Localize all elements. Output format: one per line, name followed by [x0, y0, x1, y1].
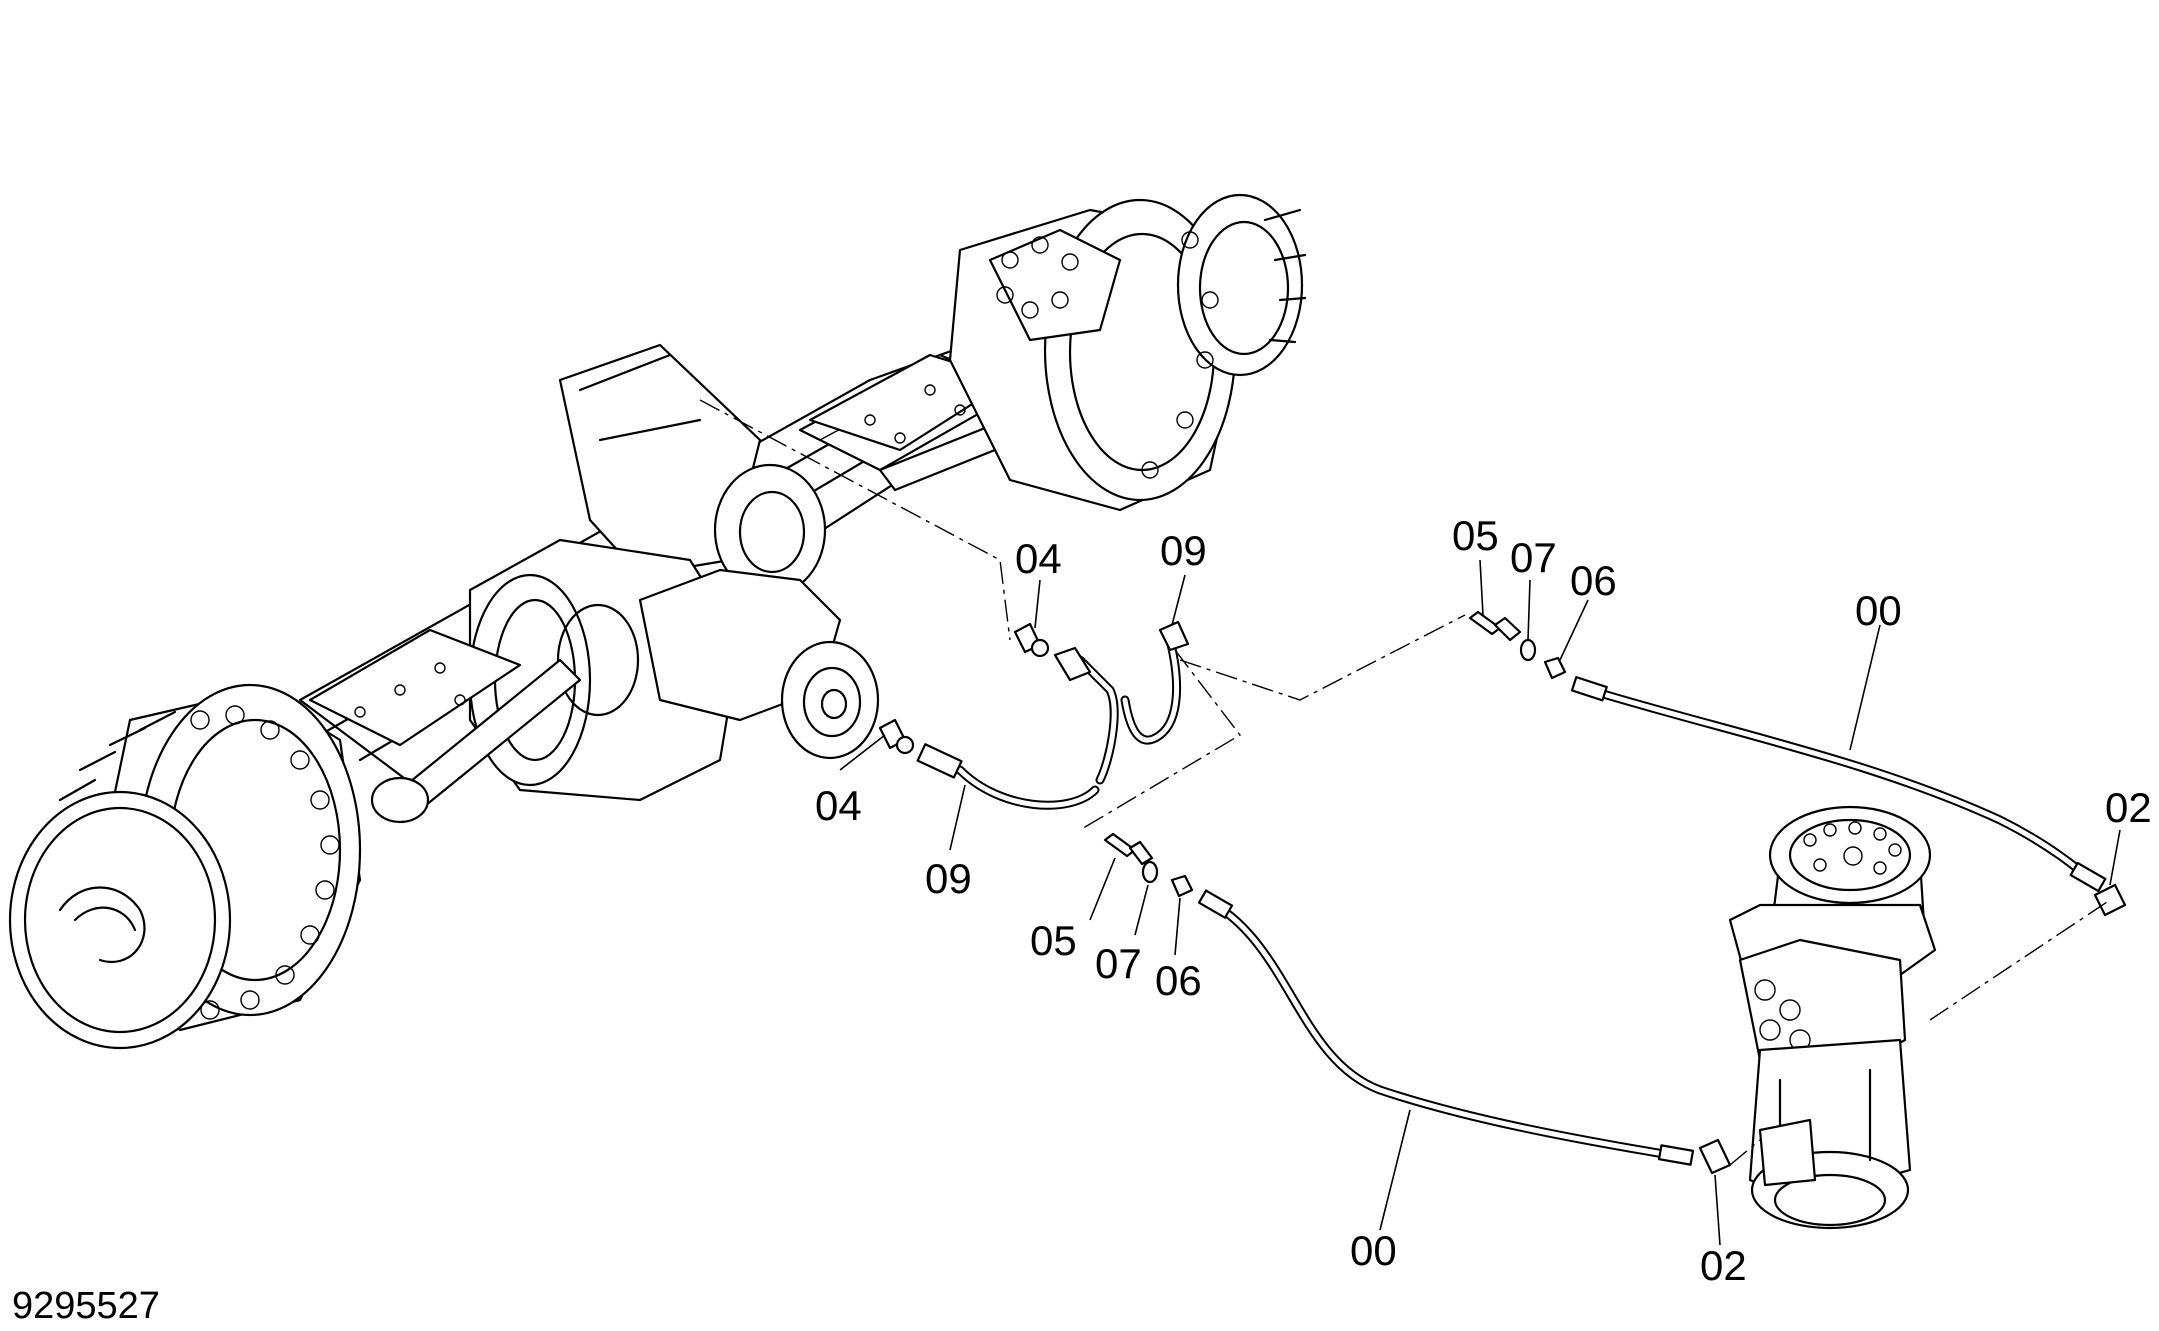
- leader-lines: [839, 559, 2121, 1246]
- fitting-06-upper: [1543, 656, 1567, 680]
- left-wheel-hub: [8, 683, 362, 1050]
- fitting-02-right: [2093, 883, 2127, 917]
- fitting-07-upper: [1519, 638, 1537, 662]
- axle-assembly: [8, 193, 1307, 1050]
- callout-04-upper: 04: [1015, 535, 1062, 582]
- fitting-04-upper: [1013, 622, 1050, 658]
- callout-02-right: 02: [2105, 784, 2152, 831]
- callout-06-upper: 06: [1570, 557, 1617, 604]
- fitting-04-lower: [878, 718, 915, 755]
- right-wheel-hub: [948, 193, 1307, 512]
- hose-00-lower: [1197, 889, 1695, 1166]
- callout-00-lower: 00: [1350, 1227, 1397, 1274]
- hose-09-lower: [916, 743, 1100, 810]
- callout-05-upper: 05: [1452, 512, 1499, 559]
- swivel-joint: [1728, 805, 1937, 1230]
- hose-09-upper: [1075, 635, 1181, 785]
- callout-06-lower: 06: [1155, 957, 1202, 1004]
- callout-09-upper: 09: [1160, 527, 1207, 574]
- fitting-05-upper: [1468, 610, 1522, 642]
- callout-labels: 04 09 04 09 05 07 06 05 07 06 00 00 02 0…: [815, 512, 2152, 1289]
- callout-07-upper: 07: [1510, 534, 1557, 581]
- callout-07-lower: 07: [1095, 940, 1142, 987]
- hose-00-upper: [1570, 676, 2107, 893]
- assembly-centerlines: [699, 399, 2111, 1166]
- callout-09-lower: 09: [925, 855, 972, 902]
- callout-05-lower: 05: [1030, 917, 1077, 964]
- callout-00-upper: 00: [1855, 587, 1902, 634]
- callout-04-lower: 04: [815, 782, 862, 829]
- fitting-02-lower: [1698, 1138, 1732, 1175]
- callout-02-lower: 02: [1700, 1242, 1747, 1289]
- fitting-06-lower: [1170, 874, 1194, 898]
- document-number: 9295527: [12, 1285, 160, 1327]
- fitting-07-lower: [1141, 860, 1159, 884]
- fitting-05-lower: [1103, 832, 1154, 866]
